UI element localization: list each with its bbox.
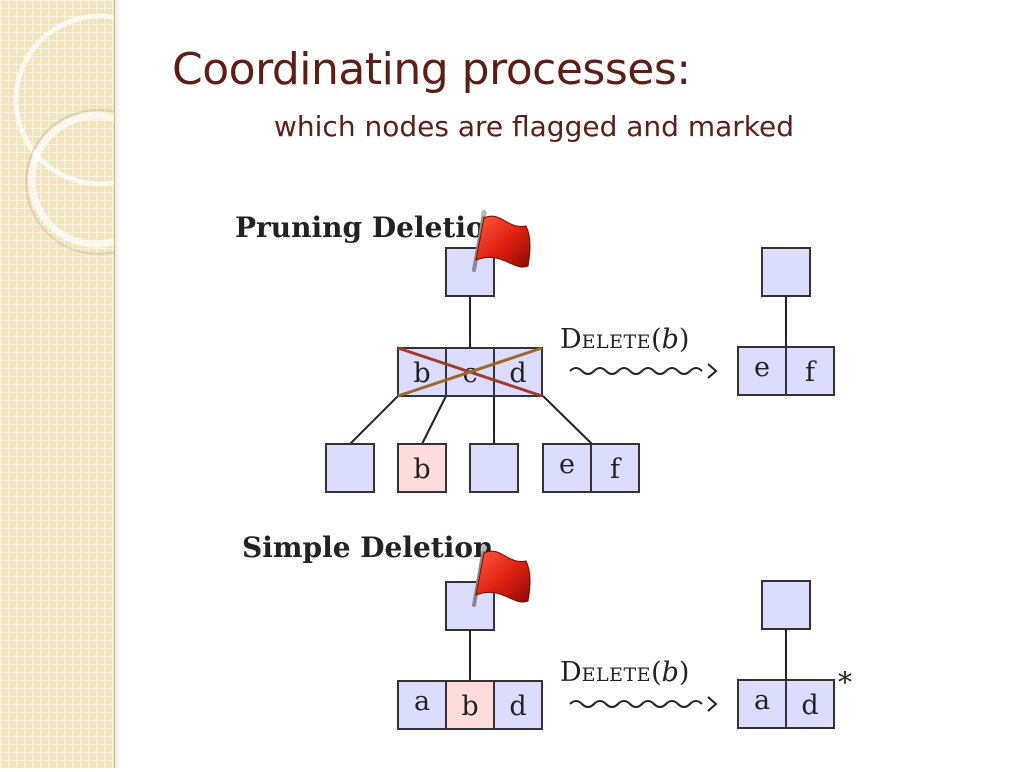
node-key: b: [413, 454, 430, 485]
red-flag-icon: [472, 210, 531, 272]
node-key: f: [805, 357, 817, 388]
node-key: d: [801, 690, 818, 721]
node-cell: [590, 443, 640, 493]
tree-node-leaf: a b d: [397, 680, 543, 730]
red-flag-icon: [472, 545, 531, 607]
node-key: e: [559, 449, 575, 480]
node-cell: [737, 346, 787, 396]
result-node-leaf: a d: [737, 679, 835, 729]
tree-node-parent: b c d: [397, 346, 543, 398]
delete-operation-label: DELETE(b): [560, 657, 689, 688]
node-cell: [785, 679, 835, 729]
pruning-heading: Pruning Deletion: [235, 211, 505, 244]
node-cell: [785, 346, 835, 396]
delete-operation-label: DELETE(b): [560, 324, 689, 355]
tree-node-child-target: [397, 443, 447, 493]
squiggle-arrow: [569, 696, 718, 712]
tree-node-child: [325, 443, 375, 493]
node-key: a: [414, 686, 430, 717]
node-key: b: [413, 358, 430, 389]
tree-node-child: [469, 443, 519, 493]
node-cell: [397, 680, 447, 730]
decorative-sidebar: [0, 0, 187, 768]
node-key: f: [610, 454, 622, 485]
squiggle-arrow: [569, 363, 718, 379]
operation-text: DELETE(b): [560, 324, 689, 355]
node-key: a: [754, 685, 770, 716]
pruning-deletion-section: Pruning Deletion b c d b e f: [235, 210, 835, 493]
tree-node-sibling: e f: [542, 443, 640, 493]
slide-subtitle: which nodes are flagged and marked: [274, 110, 794, 143]
footnote-star: *: [838, 666, 852, 699]
tree-edge: [421, 395, 447, 445]
simple-deletion-section: Simple Deletion a b d DELETE(b) a d *: [242, 531, 852, 730]
operation-text: DELETE(b): [560, 657, 689, 688]
result-node-sibling: e f: [737, 346, 835, 396]
result-node-grandparent: [761, 247, 811, 297]
node-key: e: [754, 352, 770, 383]
tree-edge: [349, 395, 399, 445]
simple-heading: Simple Deletion: [242, 531, 493, 564]
node-cell: [493, 680, 543, 730]
node-key: d: [509, 691, 526, 722]
mark-cross-line: [397, 346, 543, 398]
slide-title: Coordinating processes:: [172, 44, 691, 95]
node-key: d: [509, 358, 526, 389]
node-key: b: [461, 691, 478, 722]
sidebar-shadow: [114, 0, 120, 768]
tree-edge: [542, 395, 593, 445]
node-cell: [737, 679, 787, 729]
result-node-parent: [761, 580, 811, 630]
